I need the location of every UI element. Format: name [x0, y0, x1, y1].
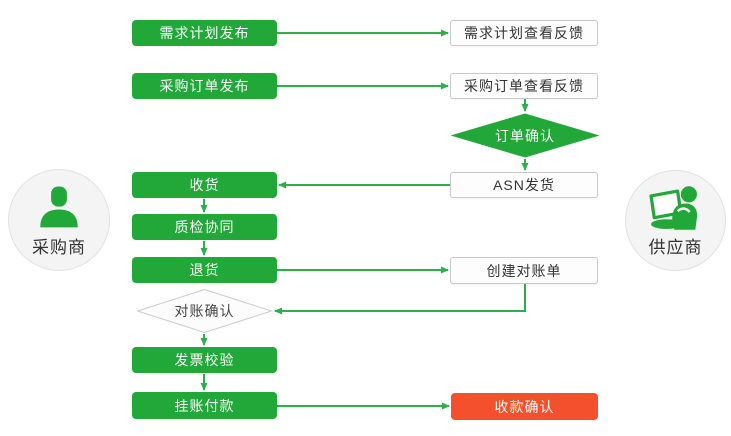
node-label: 需求计划发布 [159, 25, 250, 41]
node-returns: 退货 [132, 257, 277, 283]
node-label: 采购订单查看反馈 [464, 78, 584, 94]
node-demand-plan-feedback: 需求计划查看反馈 [450, 20, 598, 46]
edge-create-statement-to-recon-confirm [274, 284, 526, 315]
node-demand-plan-publish: 需求计划发布 [132, 20, 277, 46]
actor-buyer-label: 采购商 [32, 237, 86, 257]
diamond-shape [450, 113, 600, 158]
actor-supplier-label: 供应商 [648, 238, 703, 257]
node-label: ASN发货 [493, 177, 555, 193]
node-order-confirm: 订单确认 [450, 113, 600, 158]
node-label: 退货 [189, 262, 220, 278]
node-po-feedback: 采购订单查看反馈 [450, 73, 598, 99]
node-label: 采购订单发布 [159, 78, 250, 94]
node-payment: 挂账付款 [132, 392, 277, 419]
node-payment-confirm: 收款确认 [451, 393, 598, 420]
node-asn-ship: ASN发货 [450, 172, 598, 198]
node-invoice-check: 发票校验 [132, 347, 277, 373]
actor-buyer: 采购商 [8, 169, 110, 271]
person-laptop-icon [648, 186, 697, 230]
diamond-shape [137, 289, 272, 333]
actor-supplier: 供应商 [625, 170, 726, 271]
node-quality-collab: 质检协同 [132, 214, 277, 240]
node-label: 质检协同 [174, 219, 235, 235]
node-label: 订单确认 [495, 127, 555, 144]
node-label: 创建对账单 [486, 262, 562, 279]
node-label: 挂账付款 [174, 397, 235, 414]
node-label: 需求计划查看反馈 [464, 25, 584, 41]
node-receiving: 收货 [132, 172, 277, 198]
node-label: 对账确认 [174, 303, 235, 319]
node-label: 发票校验 [174, 352, 235, 368]
node-create-statement: 创建对账单 [450, 257, 598, 284]
node-label: 收货 [189, 177, 220, 193]
person-icon [40, 185, 78, 227]
node-recon-confirm: 对账确认 [137, 289, 272, 333]
node-po-publish: 采购订单发布 [132, 73, 277, 99]
node-label: 收款确认 [494, 398, 555, 415]
